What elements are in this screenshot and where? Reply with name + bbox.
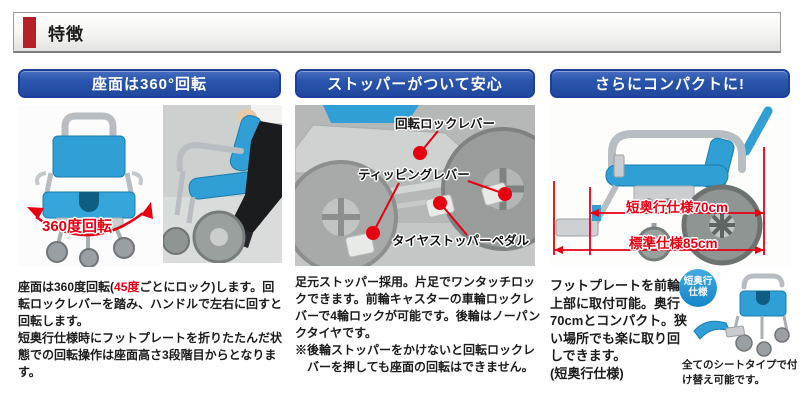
red-accent-bar (23, 16, 36, 48)
compact-description-block: フットプレートを前輪上部に取付可能。奥行70cmとコンパクト。狭い場所でも楽に取… (550, 277, 688, 382)
feature-header-stopper-label: ストッパーがついて安心 (327, 76, 503, 93)
dimension-arrowheads (554, 209, 764, 254)
caregiver-pushing-graphic (163, 105, 282, 263)
photo-inset-short-depth (688, 267, 792, 359)
badge-short-depth: 短奥行 仕様 (679, 269, 717, 307)
short-depth-chair-graphic (688, 267, 792, 359)
section-title-bar: 特徴 (13, 12, 781, 53)
annotation-dots (366, 146, 512, 240)
photo-rear-stoppers: 回転ロックレバー ティッピングレバー タイヤストッパーペダル (295, 105, 535, 266)
rotation-desc-prefix: 座面は360度回転( (18, 280, 115, 294)
photo-caregiver-pushing (163, 105, 282, 263)
label-tire-stopper-pedal: タイヤストッパーペダル (392, 234, 530, 248)
rotation-desc-line2: 短奥行仕様時にフットプレートを折りたたんだ状態での回転操作は座面高さ3段階目から… (18, 331, 283, 380)
page-title: 特徴 (48, 24, 84, 44)
rotation-arrow-arc (27, 202, 153, 237)
feature-header-compact-label: さらにコンパクトに! (595, 76, 745, 93)
feature-header-stopper: ストッパーがついて安心 (295, 69, 535, 98)
annotation-360-rotation: 360度回転 (42, 218, 113, 235)
inset-caption: 全てのシートタイプで付け替え可能です。 (682, 359, 798, 386)
label-tipping-lever: ティッピングレバー (358, 168, 470, 182)
side-dimensions-graphic (550, 103, 790, 267)
dimension-label-standard: 標準仕様85cm (629, 236, 718, 251)
badge-short-depth-line2: 仕様 (688, 287, 708, 298)
stopper-description-block: 足元ストッパー採用。片足でワンタッチロックできます。前輪キャスターの車輪ロックレ… (295, 274, 545, 376)
rotation-desc-suffix: ごとにロック)します。回転ロックレバーを踏み、ハンドルで左右に回すと回転します。 (18, 280, 283, 329)
shower-chair-front-graphic (18, 105, 160, 267)
feature-header-rotation-label: 座面は360°回転 (91, 76, 208, 93)
compact-description: フットプレートを前輪上部に取付可能。奥行70cmとコンパクト。狭い場所でも楽に取… (550, 278, 687, 364)
dimension-label-short: 短奥行仕様70cm (626, 200, 729, 215)
photo-side-dimensions: 短奥行仕様70cm 標準仕様85cm (550, 103, 790, 267)
dimension-lines (553, 147, 765, 255)
stopper-description: 足元ストッパー採用。片足でワンタッチロックできます。前輪キャスターの車輪ロックレ… (295, 275, 541, 341)
feature-header-rotation: 座面は360°回転 (18, 69, 281, 98)
rotation-desc-highlight: 45度 (114, 280, 140, 294)
rear-stoppers-graphic (295, 105, 535, 266)
feature-header-compact: さらにコンパクトに! (550, 69, 790, 98)
compact-description-note: (短奥行仕様) (550, 365, 624, 381)
label-rotation-lock-lever: 回転ロックレバー (395, 117, 496, 131)
rotation-description: 座面は360度回転(45度ごとにロック)します。回転ロックレバーを踏み、ハンドル… (18, 279, 286, 381)
photo-seat-front-view: 360度回転 (18, 105, 160, 267)
badge-short-depth-line1: 短奥行 (683, 276, 713, 288)
stopper-note: ※後輪ストッパーをかけないと回転ロックレバーを押しても座面の回転はできません。 (295, 343, 536, 375)
